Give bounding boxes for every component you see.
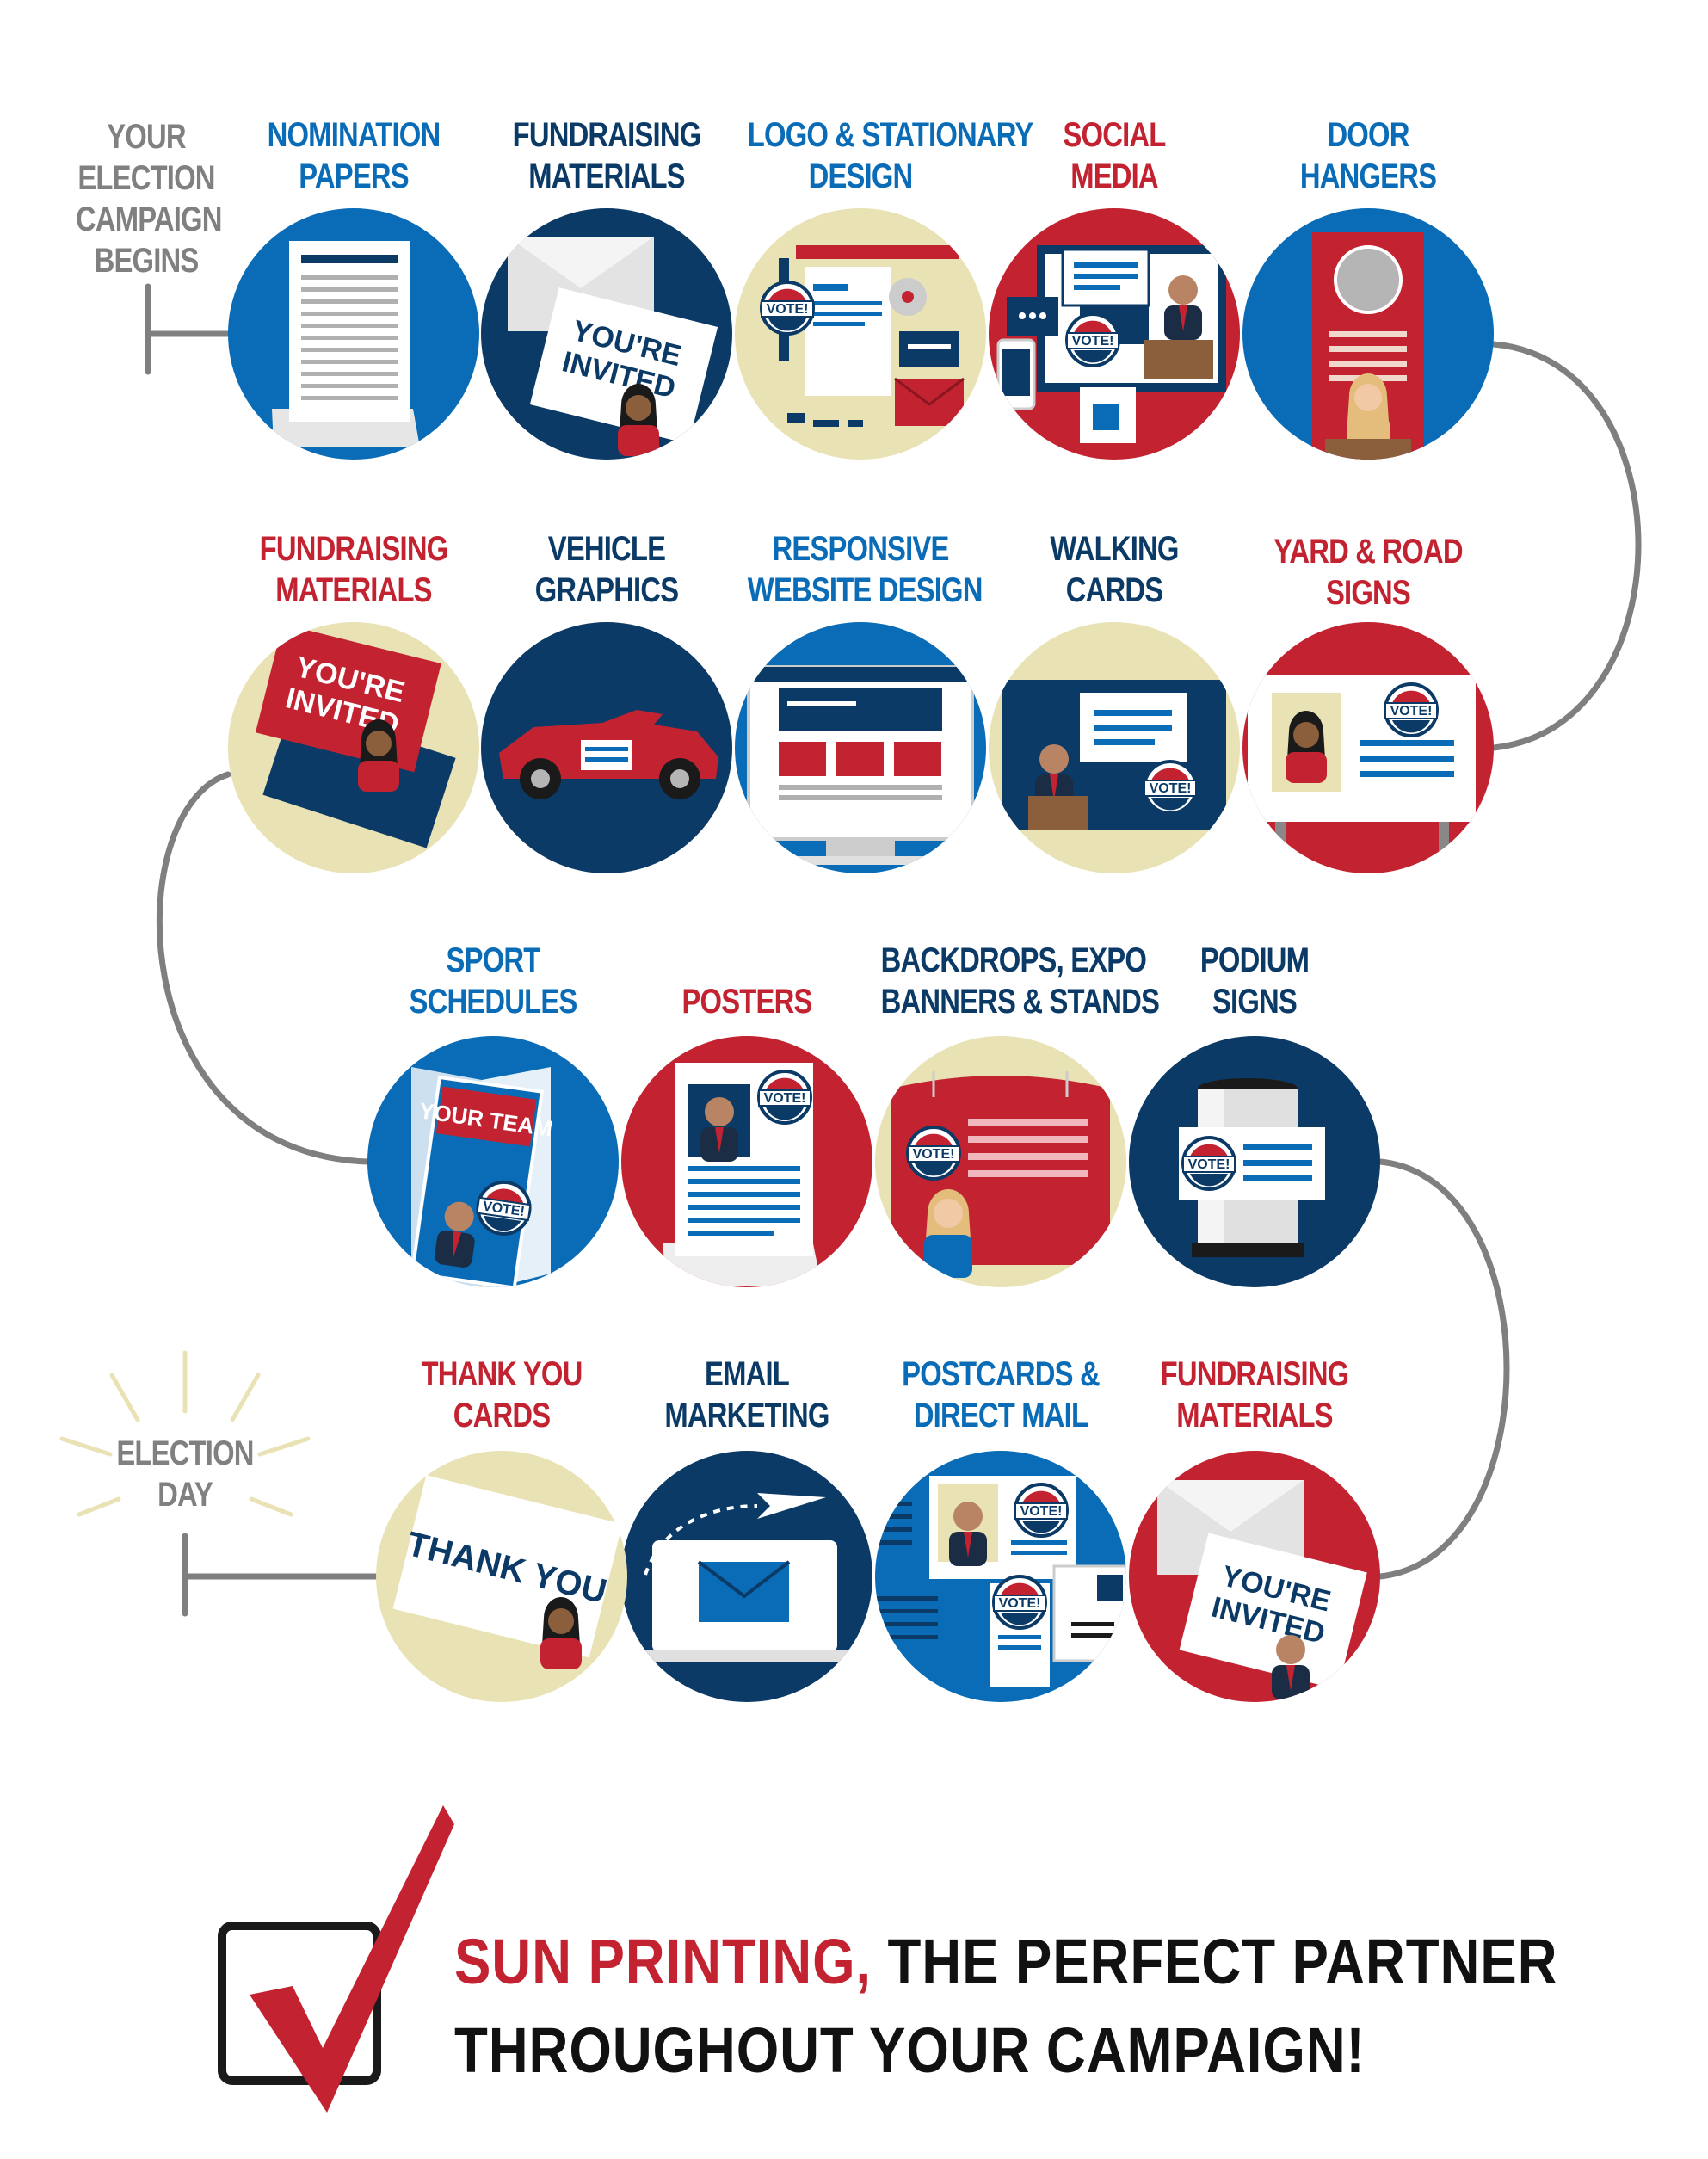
tagline-part-1: THE PERFECT PARTNER: [871, 1926, 1558, 1997]
election-day-rays: [59, 1350, 311, 1517]
step-7-circle: [989, 622, 1240, 873]
door-hanger-icon: [1312, 232, 1424, 460]
step-14-circle: [1129, 1036, 1380, 1287]
step-6-circle: [1242, 622, 1494, 873]
stationery-icon: [760, 245, 965, 427]
step-11-circle: YOUR TEAM: [367, 1036, 619, 1287]
step-2-circle: YOU'RE INVITED: [481, 208, 732, 460]
step-3-circle: [735, 208, 986, 460]
checkbox-check-icon: [218, 1805, 454, 2113]
nomination-papers-icon: [272, 241, 420, 447]
step-5-circle: [1242, 208, 1494, 460]
invitation-card-icon: YOU'RE INVITED: [508, 237, 718, 456]
step-12-label: POSTERS: [681, 983, 812, 1021]
step-8-circle: [735, 622, 986, 873]
website-icon: [747, 665, 974, 865]
tagline-part-2: THROUGHOUT YOUR CAMPAIGN!: [454, 2014, 1366, 2086]
step-12-circle: [621, 1036, 872, 1287]
step-13-circle: [875, 1036, 1126, 1287]
brochure-icon: YOUR TEAM: [410, 1067, 554, 1287]
step-17-circle: [621, 1451, 872, 1702]
invitation-card-icon: YOU'RE INVITED: [255, 624, 456, 848]
email-icon: [628, 1493, 860, 1662]
step-16-circle: [875, 1451, 1126, 1702]
step-16-label: POSTCARDS &DIRECT MAIL: [902, 1355, 1101, 1434]
backdrop-icon: [891, 1071, 1110, 1278]
brand-name: SUN PRINTING,: [454, 1926, 872, 1997]
step-10-circle: YOU'RE INVITED: [228, 622, 479, 873]
step-18-circle: THANK YOU: [376, 1451, 627, 1702]
yard-sign-icon: [1248, 675, 1476, 873]
timeline-track: [145, 283, 1642, 1617]
poster-icon: [663, 1063, 822, 1286]
step-1-circle: [228, 208, 479, 460]
step-9-circle: [481, 622, 732, 873]
step-15-circle: YOU'RE INVITED: [1129, 1451, 1380, 1702]
thank-you-card-icon: THANK YOU: [392, 1475, 623, 1669]
footer-tagline-line-1: SUN PRINTING, THE PERFECT PARTNER: [454, 1923, 1557, 2001]
car-icon: [499, 710, 718, 799]
footer-tagline-line-2: THROUGHOUT YOUR CAMPAIGN!: [454, 2012, 1366, 2089]
social-media-icon: [996, 245, 1226, 443]
step-4-circle: [989, 208, 1240, 460]
invitation-card-icon: YOU'RE INVITED: [1157, 1480, 1367, 1699]
walking-card-icon: [1002, 680, 1226, 830]
podium-icon: [1179, 1078, 1325, 1257]
